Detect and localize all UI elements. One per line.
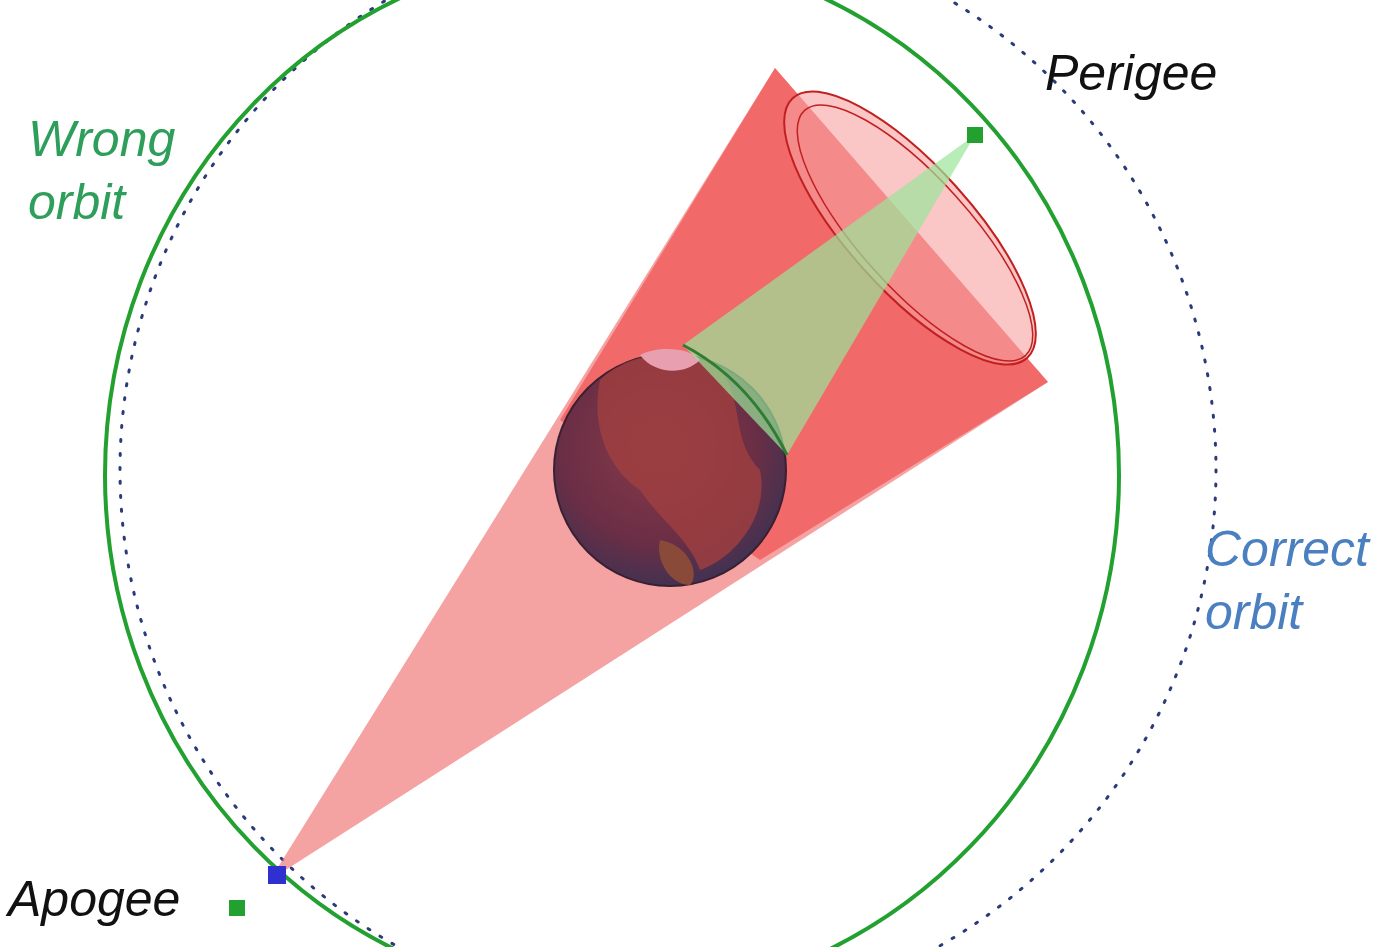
land-south (659, 540, 694, 585)
point-label: Perigee (1045, 42, 1365, 105)
orbit-label: Wrong orbit (28, 108, 203, 233)
correct-orbit (120, 0, 1216, 947)
point-label: Apogee (8, 868, 228, 931)
visibility-cone (270, 68, 1048, 880)
satellite-marker (268, 866, 286, 884)
orbit-label: Correct orbit (1205, 518, 1380, 643)
perigee-cone (683, 135, 975, 455)
perigee-footprint (683, 345, 787, 455)
perigee-marker (967, 127, 983, 143)
apogee-marker (229, 900, 245, 916)
wrong-orbit (105, 0, 1119, 947)
